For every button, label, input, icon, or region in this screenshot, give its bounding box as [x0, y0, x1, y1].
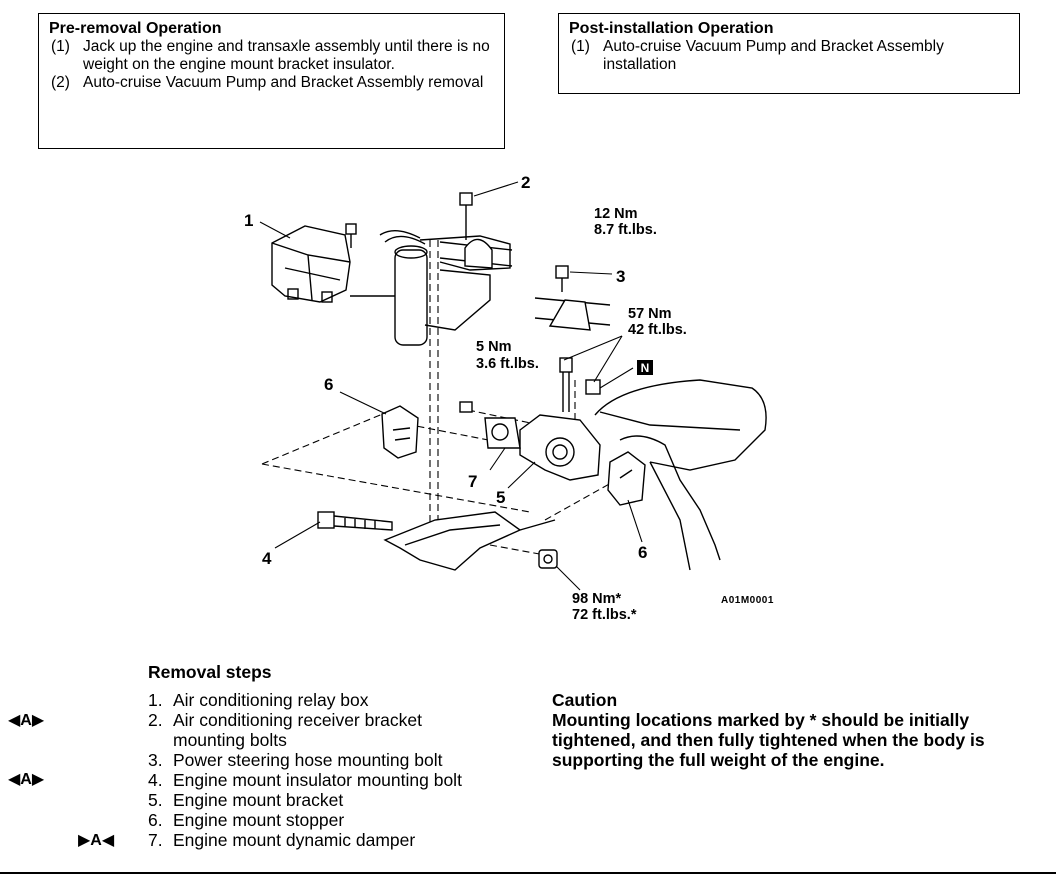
step-item: 4. Engine mount insulator mounting bolt	[148, 770, 533, 790]
step-text: Engine mount stopper	[173, 810, 345, 830]
step-number: 2.	[148, 710, 163, 730]
step-text: Engine mount insulator mounting bolt	[173, 770, 462, 790]
stopper-right	[607, 451, 646, 506]
callout-7: 7	[468, 472, 477, 491]
service-mark-step-2: ◀A▶	[8, 712, 45, 729]
mount-bracket	[484, 414, 601, 481]
item-text: Auto-cruise Vacuum Pump and Bracket Asse…	[603, 38, 944, 73]
bolt-small	[345, 223, 357, 248]
torque-98-ft: 72 ft.lbs.*	[572, 607, 637, 623]
step-number: 3.	[148, 750, 163, 770]
callout-2: 2	[521, 173, 530, 192]
nut-5	[459, 401, 473, 413]
item-number: (2)	[51, 74, 70, 91]
callout-6-left: 6	[324, 375, 333, 394]
step-text: Air conditioning relay box	[173, 690, 369, 710]
service-mark-step-6: ▶A◀	[78, 832, 115, 849]
bolt-3	[555, 265, 569, 292]
step-item: 1. Air conditioning relay box	[148, 690, 533, 710]
nut-98	[538, 549, 558, 569]
engine-mount-diagram: N 1 2 3 4 5 6 6 7 12 Nm 8.7 ft.lbs. 57 N…	[244, 173, 774, 623]
step-item: 2. Air conditioning receiver bracket moun…	[148, 710, 533, 750]
leader-lines	[259, 181, 643, 591]
pre-removal-item: (2) Auto-cruise Vacuum Pump and Bracket A…	[49, 74, 494, 92]
step-item: 6. Engine mount stopper	[148, 810, 533, 830]
service-mark-step-4: ◀A▶	[8, 771, 45, 788]
caution-title: Caution	[552, 690, 618, 710]
item-text: Jack up the engine and transaxle assembl…	[83, 38, 490, 73]
vacuum-pump	[350, 230, 511, 346]
callout-3: 3	[616, 267, 625, 286]
step-item: 3. Power steering hose mounting bolt	[148, 750, 533, 770]
torque-5-ft: 3.6 ft.lbs.	[476, 356, 539, 372]
item-text: Auto-cruise Vacuum Pump and Bracket Asse…	[83, 74, 484, 91]
upper-pipe	[439, 238, 513, 269]
pre-removal-list: (1) Jack up the engine and transaxle asse…	[49, 38, 494, 92]
callout-5: 5	[496, 488, 505, 507]
torque-12-ft: 8.7 ft.lbs.	[594, 222, 657, 238]
step-number: 6.	[148, 810, 163, 830]
step-text: Engine mount bracket	[173, 790, 344, 810]
callout-1: 1	[244, 211, 253, 230]
item-number: (1)	[571, 38, 590, 55]
removal-steps: Removal steps 1. Air conditioning relay b…	[148, 662, 533, 850]
caution-text: Mounting locations marked by * should be…	[552, 710, 985, 770]
step-text: Power steering hose mounting bolt	[173, 750, 443, 770]
torque-5-nm: 5 Nm	[476, 339, 511, 355]
post-installation-list: (1) Auto-cruise Vacuum Pump and Bracket A…	[569, 38, 1009, 74]
step-text: Engine mount dynamic damper	[173, 830, 416, 850]
torque-12-nm: 12 Nm	[594, 206, 638, 222]
pre-removal-box: Pre-removal Operation (1) Jack up the eng…	[38, 13, 505, 149]
pre-removal-title: Pre-removal Operation	[49, 20, 222, 37]
removal-steps-title: Removal steps	[148, 662, 272, 682]
callout-6-right: 6	[638, 543, 647, 562]
stopper-left	[381, 405, 419, 459]
bolt-4	[317, 511, 393, 531]
torque-98-nm: 98 Nm*	[572, 591, 622, 607]
n-badge-label: N	[641, 361, 650, 375]
lower-pipe	[534, 297, 611, 331]
insulator-bolts	[559, 357, 601, 412]
bottom-divider	[0, 872, 1056, 874]
lower-bracket	[383, 511, 556, 571]
step-item: 5. Engine mount bracket	[148, 790, 533, 810]
step-number: 4.	[148, 770, 163, 790]
step-number: 7.	[148, 830, 163, 850]
transaxle-body	[594, 379, 767, 571]
relay-box	[271, 225, 351, 303]
torque-57-ft: 42 ft.lbs.	[628, 322, 687, 338]
step-text: Air conditioning receiver bracket mounti…	[173, 710, 423, 750]
step-number: 5.	[148, 790, 163, 810]
n-badge	[637, 360, 653, 375]
callout-4: 4	[262, 549, 272, 568]
caution-block: Caution Mounting locations marked by * s…	[552, 690, 1047, 770]
pre-removal-item: (1) Jack up the engine and transaxle asse…	[49, 38, 494, 74]
step-number: 1.	[148, 690, 163, 710]
figure-code: A01M0001	[721, 595, 774, 606]
post-installation-box: Post-installation Operation (1) Auto-crui…	[558, 13, 1020, 94]
item-number: (1)	[51, 38, 70, 55]
post-installation-title: Post-installation Operation	[569, 20, 774, 37]
bolt-2	[459, 192, 473, 240]
step-item: 7. Engine mount dynamic damper	[148, 830, 533, 850]
post-installation-item: (1) Auto-cruise Vacuum Pump and Bracket A…	[569, 38, 1009, 74]
torque-57-nm: 57 Nm	[628, 306, 672, 322]
